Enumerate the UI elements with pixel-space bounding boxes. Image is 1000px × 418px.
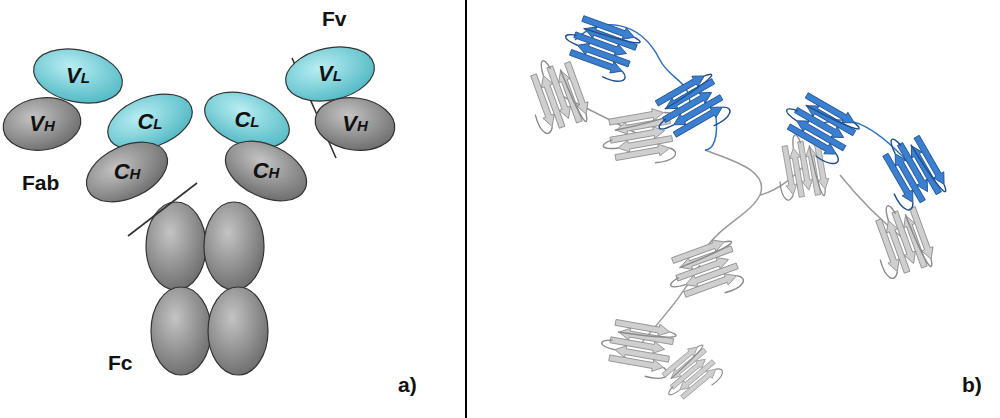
domain-ellipse: VH bbox=[2, 97, 82, 151]
domain-label: CL bbox=[234, 109, 259, 131]
grey-domain bbox=[519, 51, 940, 410]
domain-label: CH bbox=[114, 161, 141, 183]
ellipse-fill bbox=[77, 130, 177, 213]
ellipse-fill bbox=[281, 39, 380, 109]
domain-label: VL bbox=[318, 63, 342, 85]
ellipse-fill bbox=[312, 93, 398, 156]
ellipse-fill bbox=[0, 93, 84, 155]
fc-domain bbox=[204, 202, 264, 290]
domain-label: VL bbox=[66, 65, 90, 87]
part-label: Fab bbox=[22, 172, 59, 193]
part-label: b) bbox=[962, 374, 982, 395]
blue-domain bbox=[557, 9, 953, 214]
part-label: Fv bbox=[322, 8, 347, 29]
domain-label: CL bbox=[137, 111, 162, 133]
domain-ellipse: CH bbox=[83, 145, 171, 199]
fc-domain bbox=[208, 287, 268, 375]
part-label: a) bbox=[398, 374, 417, 395]
domain-ellipse: VL bbox=[32, 49, 124, 103]
domain-ellipse: CH bbox=[222, 144, 310, 198]
domain-label: VH bbox=[342, 113, 368, 135]
domain-ellipse: CL bbox=[105, 96, 195, 148]
fc-domain bbox=[151, 287, 211, 375]
part-label: Fc bbox=[108, 352, 133, 373]
panel-divider bbox=[465, 0, 467, 418]
domain-ellipse: VL bbox=[284, 47, 376, 101]
domain-ellipse: CL bbox=[202, 94, 292, 146]
ellipse-fill bbox=[216, 129, 316, 212]
domain-label: VH bbox=[29, 113, 55, 135]
domain-ellipse: VH bbox=[314, 97, 396, 151]
domain-label: CH bbox=[253, 160, 280, 182]
